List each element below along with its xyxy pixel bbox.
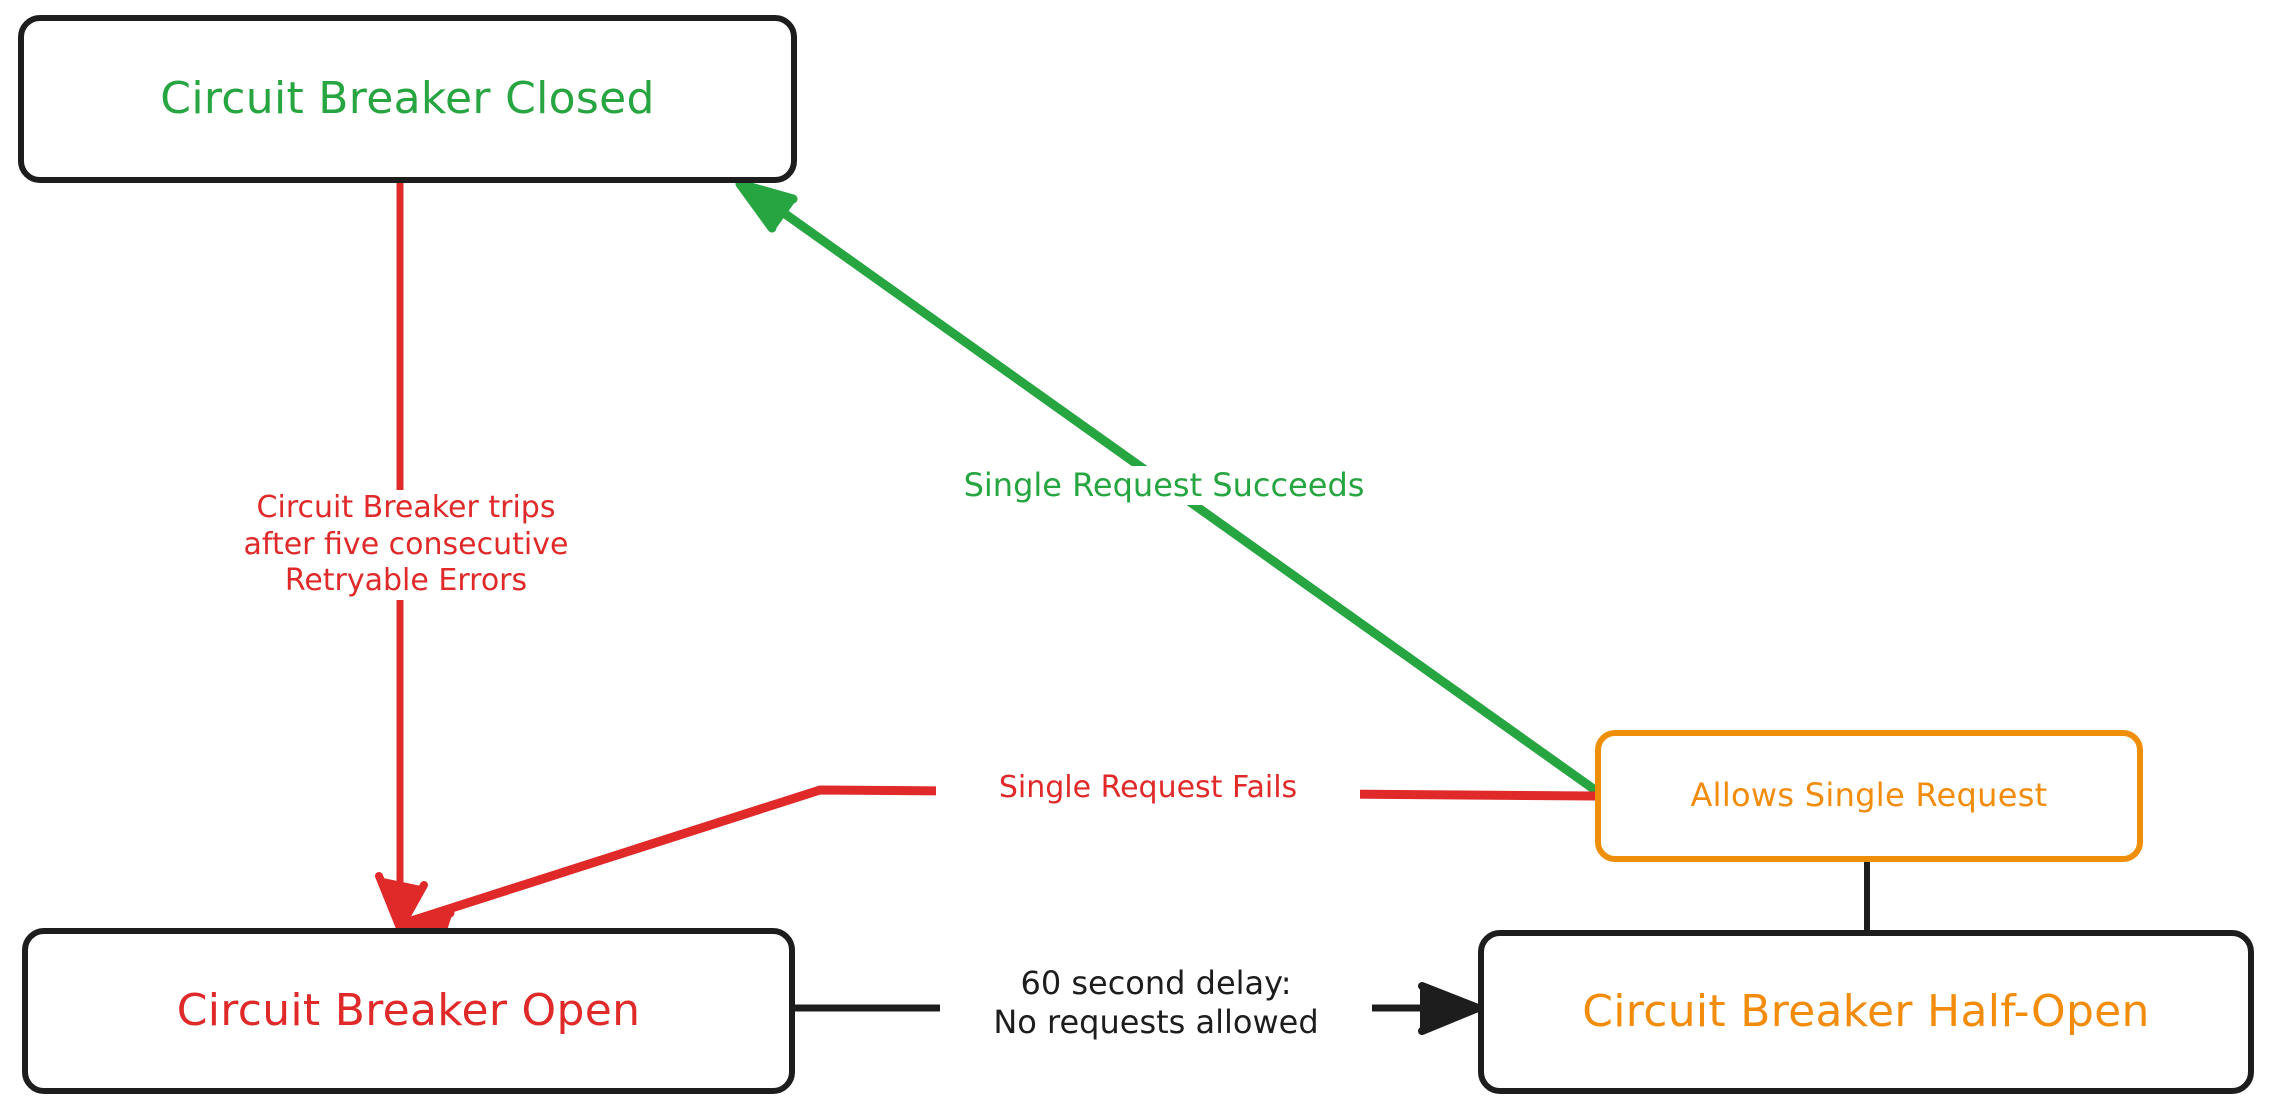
- node-label-allows-single-request: Allows Single Request: [1690, 776, 2048, 815]
- edge-label-single-request-fails: Single Request Fails: [936, 770, 1360, 807]
- edge-label-circuit-breaker-trips: Circuit Breaker trips after five consecu…: [190, 490, 622, 600]
- node-label-half-open: Circuit Breaker Half-Open: [1582, 985, 2150, 1037]
- node-circuit-breaker-open[interactable]: Circuit Breaker Open: [22, 928, 795, 1094]
- node-circuit-breaker-half-open[interactable]: Circuit Breaker Half-Open: [1478, 930, 2254, 1094]
- node-label-open: Circuit Breaker Open: [176, 984, 641, 1036]
- node-circuit-breaker-closed[interactable]: Circuit Breaker Closed: [18, 15, 797, 183]
- node-allows-single-request[interactable]: Allows Single Request: [1595, 730, 2143, 862]
- edge-label-single-request-succeeds: Single Request Succeeds: [912, 466, 1416, 506]
- node-label-closed: Circuit Breaker Closed: [160, 72, 655, 124]
- edge-label-60-second-delay: 60 second delay: No requests allowed: [940, 964, 1372, 1043]
